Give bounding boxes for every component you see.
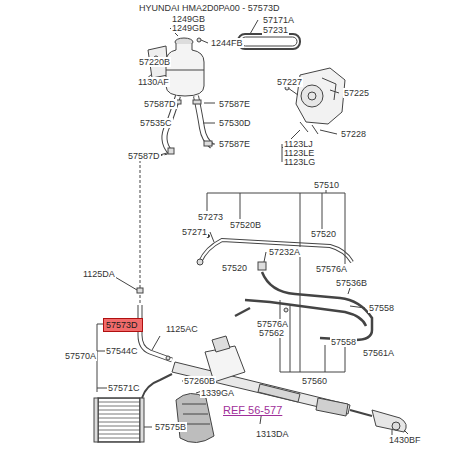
part-number: 1430BF <box>388 435 422 445</box>
part-number: 57520 <box>221 263 248 273</box>
part-number: 57558 <box>330 337 357 347</box>
part-number: 57571C <box>107 383 141 393</box>
part-number: 57562 <box>258 328 285 338</box>
part-number: 57232A <box>268 247 301 257</box>
part-number: 1339GA <box>200 388 235 398</box>
part-number: 57271 <box>181 227 208 237</box>
part-number: 57228 <box>340 129 367 139</box>
part-number: 57273 <box>197 212 224 222</box>
highlighted-callout-box: 57573D <box>103 318 143 332</box>
part-number: 57587D <box>127 151 161 161</box>
part-number: 57220B <box>138 57 171 67</box>
part-number: 1125DA <box>82 269 116 279</box>
part-number: 57570A <box>64 351 97 361</box>
part-number: 57535C <box>139 118 173 128</box>
part-number: 1125AC <box>165 324 199 334</box>
part-number: 57544C <box>105 346 139 356</box>
part-number: 57560 <box>301 376 328 386</box>
part-number: 57260B <box>183 376 216 386</box>
part-number: 57587E <box>218 99 251 109</box>
diagram-title: HYUNDAI HMA2D0PA00 - 57573D <box>138 3 280 13</box>
part-number: 57227 <box>276 77 303 87</box>
part-number: 1244FB <box>210 38 244 48</box>
part-number: 57561A <box>362 348 395 358</box>
part-number: 1313DA <box>255 429 290 439</box>
part-number: 57558 <box>368 303 395 313</box>
part-number: 57587E <box>218 139 251 149</box>
part-number: REF 56-577 <box>222 404 283 416</box>
part-number: 57575B <box>154 422 187 432</box>
part-number: 57576A <box>315 264 348 274</box>
part-number: 57225 <box>343 88 370 98</box>
part-number: 57231 <box>262 25 289 35</box>
part-number: 1249GB <box>171 23 206 33</box>
part-number: 57520B <box>229 220 262 230</box>
part-number: 57520 <box>310 229 337 239</box>
callout-number: 57573D <box>104 319 142 331</box>
part-number: 57171A <box>262 15 295 25</box>
part-number: 1130AF <box>137 77 170 87</box>
part-number: 57530D <box>218 118 252 128</box>
part-number: 57510 <box>313 180 340 190</box>
part-number: 1123LG <box>283 157 316 167</box>
part-number: 57536B <box>335 278 368 288</box>
part-number: 57587D <box>143 99 177 109</box>
